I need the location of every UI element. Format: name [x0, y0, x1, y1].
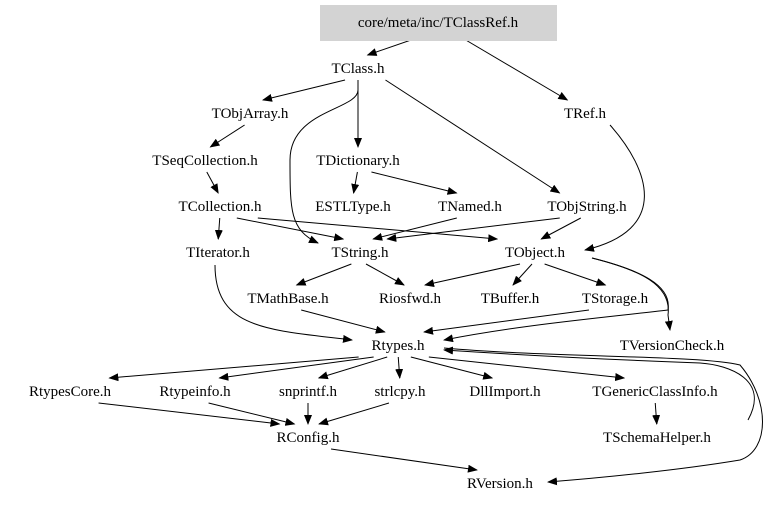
edge-root-to-tref: [455, 33, 569, 101]
edge-tobjstring-to-tobject: [540, 217, 581, 240]
node-label: strlcpy.h: [374, 384, 426, 400]
graph-node-riosfwd[interactable]: Riosfwd.h: [379, 291, 442, 307]
node-label: ESTLType.h: [315, 199, 391, 215]
graph-node-tdictionary[interactable]: TDictionary.h: [316, 153, 400, 169]
node-label: TClass.h: [332, 61, 385, 77]
graph-node-tseqcollection[interactable]: TSeqCollection.h: [152, 153, 258, 169]
edge-tobject-to-tstorage: [544, 263, 607, 286]
node-label: TString.h: [331, 245, 389, 261]
graph-node-tschemahelper[interactable]: TSchemaHelper.h: [603, 430, 711, 446]
node-label: TSchemaHelper.h: [603, 430, 711, 446]
node-label: TStorage.h: [582, 291, 649, 307]
node-label: RtypesCore.h: [29, 384, 112, 400]
graph-node-rconfig[interactable]: RConfig.h: [277, 430, 340, 446]
node-label: RConfig.h: [277, 430, 340, 446]
edge-rtypeinfo-to-rconfig: [208, 402, 296, 426]
edge-tstorage-to-rtypes: [423, 309, 590, 335]
node-label: TRef.h: [564, 106, 607, 122]
root-node-box: [320, 5, 557, 41]
graph-node-tobjarray[interactable]: TObjArray.h: [212, 106, 289, 122]
node-label: RVersion.h: [467, 476, 533, 492]
graph-node-strlcpy[interactable]: strlcpy.h: [374, 384, 426, 400]
graph-node-rversion[interactable]: RVersion.h: [467, 476, 533, 492]
graph-node-tcollection[interactable]: TCollection.h: [179, 199, 262, 215]
edge-tobjstring-to-tstring: [386, 217, 560, 242]
edge-tdictionary-to-estltype: [351, 171, 360, 194]
node-label: TNamed.h: [438, 199, 502, 215]
node-label: Rtypeinfo.h: [159, 384, 231, 400]
graph-node-titerator[interactable]: TIterator.h: [186, 245, 250, 261]
edge-tgenericclassinfo-to-tschemahelper: [652, 402, 661, 425]
edge-tcollection-to-tstring: [236, 217, 345, 242]
node-label: Riosfwd.h: [379, 291, 442, 307]
edge-tobject-to-riosfwd: [424, 263, 521, 287]
graph-node-tbuffer[interactable]: TBuffer.h: [481, 291, 540, 307]
graph-node-tobject[interactable]: TObject.h: [505, 245, 566, 261]
node-label: snprintf.h: [279, 384, 337, 400]
edge-tstring-to-riosfwd: [365, 263, 405, 286]
edge-tseqcollection-to-tcollection: [206, 171, 219, 194]
node-label: core/meta/inc/TClassRef.h: [358, 15, 519, 31]
edge-rtypescore-to-rconfig: [98, 402, 281, 427]
edge-rtypes-to-snprintf: [317, 356, 388, 380]
graph-node-tgenericclassinfo[interactable]: TGenericClassInfo.h: [592, 384, 718, 400]
graph-node-rtypescore[interactable]: RtypesCore.h: [29, 384, 112, 400]
node-label: TMathBase.h: [247, 291, 329, 307]
edge-tcollection-to-titerator: [214, 217, 223, 240]
graph-node-root[interactable]: core/meta/inc/TClassRef.h: [320, 5, 557, 41]
graph-node-rtypeinfo[interactable]: Rtypeinfo.h: [159, 384, 231, 400]
graph-node-tclass[interactable]: TClass.h: [332, 61, 385, 77]
graph-node-tnamed[interactable]: TNamed.h: [438, 199, 502, 215]
edge-rtypes-to-tgenericclassinfo: [428, 356, 626, 382]
node-label: TObjArray.h: [212, 106, 289, 122]
node-label: TObject.h: [505, 245, 566, 261]
node-label: TSeqCollection.h: [152, 153, 258, 169]
graph-node-tversioncheck[interactable]: TVersionCheck.h: [620, 338, 725, 354]
edge-rtypes-to-rtypeinfo: [218, 356, 374, 381]
edge-titerator-to-rtypes: [214, 264, 353, 343]
node-label: TObjString.h: [547, 199, 627, 215]
graph-node-snprintf[interactable]: snprintf.h: [279, 384, 337, 400]
edge-rconfig-to-rversion: [330, 448, 478, 473]
edge-tstring-to-tmathbase: [295, 263, 352, 286]
node-label: TDictionary.h: [316, 153, 400, 169]
graph-node-rtypes[interactable]: Rtypes.h: [372, 338, 425, 354]
graph-node-tstorage[interactable]: TStorage.h: [582, 291, 649, 307]
edge-tschemahelper-to-rtypes: [443, 346, 755, 421]
node-label: Rtypes.h: [372, 338, 425, 354]
node-label: DllImport.h: [469, 384, 541, 400]
node-label: TBuffer.h: [481, 291, 540, 307]
graph-node-tref[interactable]: TRef.h: [564, 106, 607, 122]
edge-rtypes-to-rtypescore: [108, 356, 359, 382]
edge-tclass-to-tobjarray: [261, 79, 346, 102]
edge-tdictionary-to-tnamed: [371, 171, 458, 195]
edge-tclass-to-tobjstring: [385, 79, 561, 194]
graph-node-dllimport[interactable]: DllImport.h: [469, 384, 541, 400]
edge-tobject-to-tbuffer: [512, 263, 533, 286]
edge-tcollection-to-tobject: [257, 217, 499, 243]
edge-strlcpy-to-rconfig: [318, 402, 390, 426]
node-label: TGenericClassInfo.h: [592, 384, 718, 400]
graph-node-tobjstring[interactable]: TObjString.h: [547, 199, 627, 215]
edge-tref-to-tobject: [584, 124, 645, 252]
graph-node-tmathbase[interactable]: TMathBase.h: [247, 291, 329, 307]
edge-tclass-to-tstring: [289, 89, 359, 244]
graph-node-estltype[interactable]: ESTLType.h: [315, 199, 391, 215]
node-label: TVersionCheck.h: [620, 338, 725, 354]
edge-rtypes-to-rversion: [443, 347, 763, 486]
edge-tmathbase-to-rtypes: [301, 309, 386, 334]
edge-rtypes-to-dllimport: [410, 356, 494, 380]
node-label: TCollection.h: [179, 199, 262, 215]
node-label: TIterator.h: [186, 245, 250, 261]
edge-tobjarray-to-tseqcollection: [209, 124, 245, 148]
graph-node-tstring[interactable]: TString.h: [331, 245, 389, 261]
edge-rtypes-to-strlcpy: [395, 356, 404, 379]
edge-tobject-to-rtypes: [443, 257, 669, 343]
